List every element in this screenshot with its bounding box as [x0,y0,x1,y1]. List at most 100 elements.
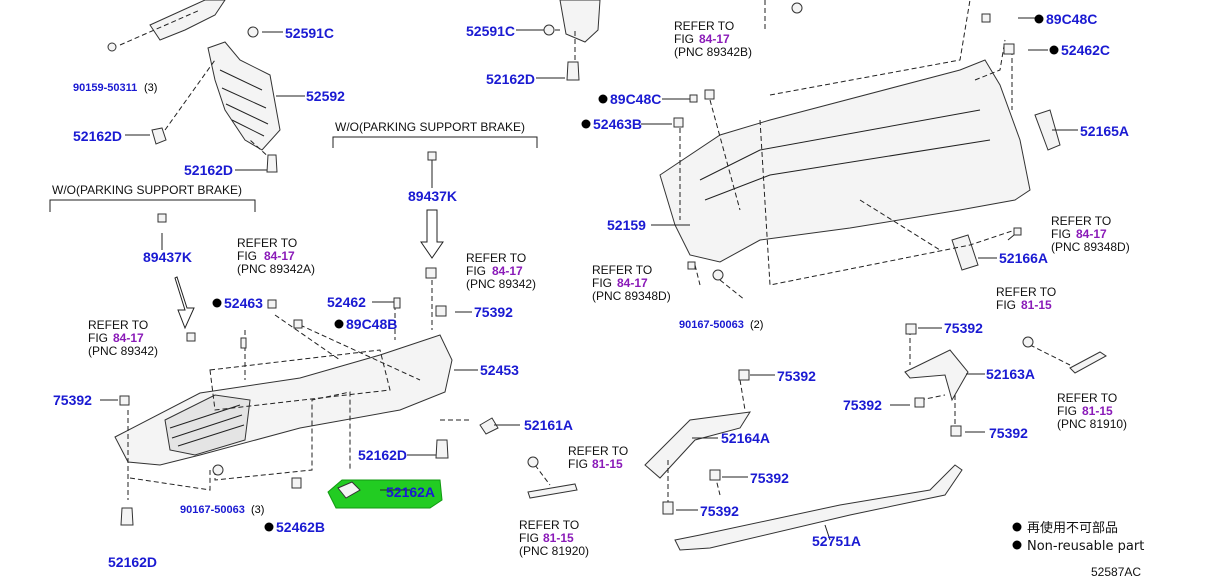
part-number-label[interactable]: 89C48C [610,91,661,107]
clip-icon [240,337,247,349]
dash-group-3 [127,280,470,500]
part-number-label[interactable]: 52463 [224,295,263,311]
non-reusable-dot-icon [581,119,591,129]
part-number-label[interactable]: 89C48B [346,316,397,332]
part-drawings [114,0,1107,551]
part-number-label[interactable]: 52591C [466,23,515,39]
part-number-label[interactable]: 75392 [750,470,789,486]
clip-icon [267,299,277,309]
part-number-label[interactable]: 52163A [986,366,1035,382]
highlighted-part-number-label[interactable]: 52162A [386,484,435,500]
clip-icon [566,61,580,81]
fig-number[interactable]: 84-17 [699,32,730,46]
clip-icon [689,94,698,103]
clip-icon [266,154,278,173]
pnc-label: (PNC 89348D) [1051,240,1130,254]
refer-to-label: REFER TO [1051,214,1111,228]
refer-to-block[interactable]: REFER TO FIG 84-17 (PNC 89342B) [674,19,752,59]
bolt-icon [712,269,724,281]
fig-prefix: FIG [592,276,612,290]
pnc-label: (PNC 81920) [519,544,589,558]
refer-to-block[interactable]: REFER TO FIG 81-15 [996,285,1056,312]
refer-to-block[interactable]: REFER TO FIG 81-15 (PNC 81910) [1057,391,1127,431]
fig-number[interactable]: 84-17 [1076,227,1107,241]
part-number-label[interactable]: 75392 [53,392,92,408]
clip-icon [151,127,167,145]
fig-number[interactable]: 81-15 [1021,298,1052,312]
refer-to-label: REFER TO [568,444,628,458]
rear-bumper-cover-edges [699,109,991,201]
part-number-label[interactable]: 52462B [276,519,325,535]
clip-icon [981,13,991,23]
part-number-label[interactable]: 52161A [524,417,573,433]
fig-prefix: FIG [466,264,486,278]
refer-to-block[interactable]: REFER TO FIG 81-15 [568,444,628,471]
fig-prefix: FIG [568,457,588,471]
part-number-with-qty: 90159-50311 (3) [73,82,157,94]
part-number-label[interactable]: 90167-50063 [679,319,744,331]
legend: 再使用不可部品 Non-reusable part [1012,520,1144,554]
part-number-label[interactable]: 75392 [777,368,816,384]
clip-icon [247,26,259,38]
bracket-fragment-drawing [149,0,226,41]
part-number-label[interactable]: 89C48C [1046,11,1097,27]
fig-number[interactable]: 84-17 [264,249,295,263]
refer-to-label: REFER TO [237,236,297,250]
fig-number[interactable]: 84-17 [492,264,523,278]
part-number-label[interactable]: 90159-50311 [73,82,137,94]
part-number-label[interactable]: 52166A [999,250,1048,266]
bolt-icon [107,42,117,52]
part-number-label[interactable]: 52453 [480,362,519,378]
part-number-label[interactable]: 52591C [285,25,334,41]
fig-number[interactable]: 81-15 [543,531,574,545]
part-number-label[interactable]: 75392 [700,503,739,519]
part-number-label[interactable]: 52162D [184,162,233,178]
part-number-label[interactable]: 52162D [108,554,157,570]
part-number-label[interactable]: 52462C [1061,42,1110,58]
non-reusable-dot-icon [598,94,608,104]
fig-number[interactable]: 84-17 [113,331,144,345]
refer-to-label: REFER TO [592,263,652,277]
clip-icon [687,261,696,270]
fig-number[interactable]: 84-17 [617,276,648,290]
refer-to-block[interactable]: REFER TO FIG 84-17 (PNC 89342A) [237,236,315,276]
part-number-label[interactable]: 52462 [327,294,366,310]
fig-number[interactable]: 81-15 [592,457,623,471]
fig-number[interactable]: 81-15 [1082,404,1113,418]
quantity-label: (2) [750,319,763,331]
part-number-label[interactable]: 52592 [306,88,345,104]
solid-leaders-5 [676,327,985,541]
refer-to-label: REFER TO [519,518,579,532]
clip-icon [673,117,684,128]
dash-box-2 [129,470,211,491]
part-number-label[interactable]: 75392 [474,304,513,320]
part-number-label[interactable]: 89437K [408,188,457,204]
part-number-label[interactable]: 52463B [593,116,642,132]
part-number-label[interactable]: 52159 [607,217,646,233]
refer-to-block[interactable]: REFER TO FIG 84-17 (PNC 89348D) [1051,214,1130,254]
refer-to-label: REFER TO [1057,391,1117,405]
part-number-label[interactable]: 52162D [358,447,407,463]
refer-to-block[interactable]: REFER TO FIG 81-15 (PNC 81920) [519,518,589,558]
refer-to-block[interactable]: REFER TO FIG 84-17 (PNC 89342) [88,318,158,358]
part-number-label[interactable]: 52751A [812,533,861,549]
non-reusable-dot-icon [1012,522,1022,532]
cap-52161a-drawing [479,417,499,435]
part-number-label[interactable]: 52162D [486,71,535,87]
part-number-label[interactable]: 52165A [1080,123,1129,139]
legend-english-label: Non-reusable part [1027,539,1144,554]
part-number-label[interactable]: 52164A [721,430,770,446]
part-number-label[interactable]: 90167-50063 [180,504,245,516]
part-number-label[interactable]: 89437K [143,249,192,265]
refer-to-block[interactable]: REFER TO FIG 84-17 (PNC 89348D) [592,263,671,303]
mudguard-ribs [219,69,269,137]
part-number-label[interactable]: 75392 [989,425,1028,441]
part-number-label[interactable]: 75392 [944,320,983,336]
refer-to-label: REFER TO [88,318,148,332]
clip-icon [435,305,447,317]
part-number-label[interactable]: 75392 [843,397,882,413]
refer-to-block[interactable]: REFER TO FIG 84-17 (PNC 89342) [466,251,536,291]
part-number-label[interactable]: 52162D [73,128,122,144]
refer-to-label: REFER TO [466,251,526,265]
